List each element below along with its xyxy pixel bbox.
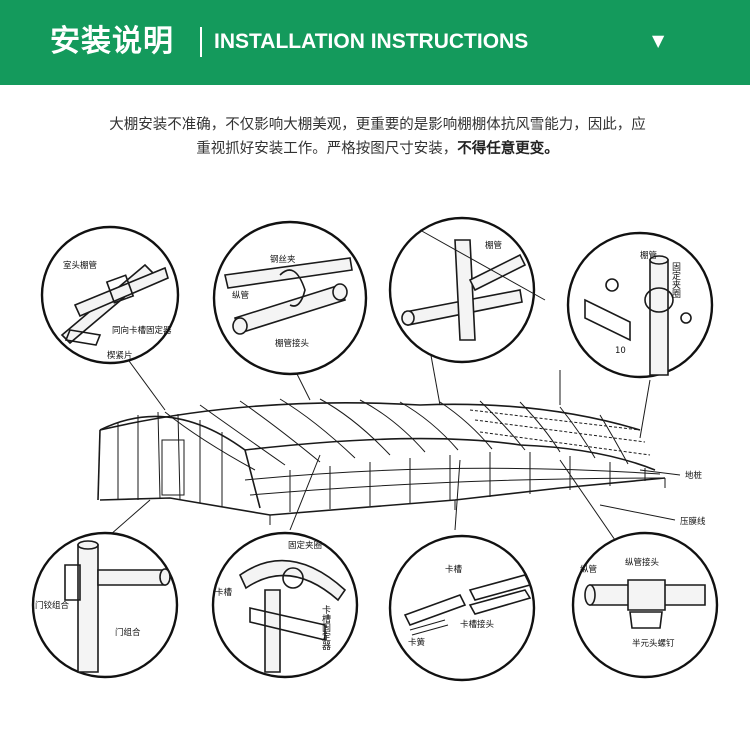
detail-wire-clamp: 钢丝夹 纵管 棚管接头 [212, 220, 368, 376]
page-subtitle: INSTALLATION INSTRUCTIONS [214, 30, 529, 53]
label-c2-a: 钢丝夹 [270, 254, 296, 265]
detail-fixing-clamp: 棚管 固定夹圈 10 [566, 231, 714, 379]
leader-lines [109, 334, 681, 541]
label-c8-b: 纵管 [580, 564, 597, 575]
label-c6-c: 卡槽固定器 [320, 604, 331, 650]
label-c2-b: 纵管 [232, 290, 249, 301]
label-c2-c: 棚管接头 [275, 338, 310, 349]
title-divider [200, 27, 202, 57]
label-c1-b: 同向卡槽固定器 [112, 325, 172, 336]
label-c7-b: 卡簧 [408, 637, 426, 648]
detail-slot-holder: 固定夹圈 卡槽 卡槽固定器 [211, 531, 359, 679]
label-c4-a: 棚管 [640, 250, 657, 261]
greenhouse-drawing [97, 398, 666, 525]
label-c7-c: 卡槽接头 [460, 619, 495, 630]
page-title: 安装说明 [50, 24, 174, 59]
intro-text: 大棚安装不准确，不仅影响大棚美观，更重要的是影响棚棚体抗风雪能力，因此，应 重视… [45, 113, 710, 161]
chevron-down-icon[interactable]: ▼ [652, 31, 665, 50]
installation-diagram: 地桩 压膜线 室头棚管 同向卡槽固定器 楔紧片 钢丝夹 纵管 棚管接头 棚管 [31, 216, 719, 682]
detail-door-assembly: 门铰组合 门组合 [31, 531, 179, 679]
label-c6-b: 卡槽 [215, 587, 233, 598]
header-bar: 安装说明 INSTALLATION INSTRUCTIONS ▼ [0, 0, 750, 85]
intro-emphasis: 不得任意更变。 [457, 140, 559, 157]
detail-slot-connector: 卡槽 卡簧 卡槽接头 [388, 534, 536, 682]
label-c6-a: 固定夹圈 [288, 540, 322, 551]
intro-line-1: 大棚安装不准确，不仅影响大棚美观，更重要的是影响棚棚体抗风雪能力，因此，应 [109, 117, 646, 133]
label-c4-b: 固定夹圈 [670, 262, 681, 299]
detail-end-hoop: 室头棚管 同向卡槽固定器 楔紧片 [40, 225, 180, 365]
label-film-line: 压膜线 [680, 516, 706, 527]
label-c1-c: 楔紧片 [107, 350, 133, 361]
label-c4-c: 10 [615, 346, 626, 356]
label-c3-a: 棚管 [485, 240, 502, 251]
label-c8-c: 半元头螺钉 [632, 638, 675, 649]
intro-line-2: 重视抓好安装工作。严格按图尺寸安装， [196, 141, 458, 157]
label-c5-b: 门组合 [115, 627, 141, 638]
detail-cross-pipe: 棚管 [388, 216, 546, 364]
label-c5-a: 门铰组合 [35, 600, 70, 611]
label-c7-a: 卡槽 [445, 564, 463, 575]
label-c8-a: 纵管接头 [625, 557, 660, 568]
detail-pipe-connector: 纵管接头 纵管 半元头螺钉 [571, 531, 719, 679]
label-c1-a: 室头棚管 [63, 260, 97, 271]
label-ground-stake: 地桩 [685, 470, 703, 481]
